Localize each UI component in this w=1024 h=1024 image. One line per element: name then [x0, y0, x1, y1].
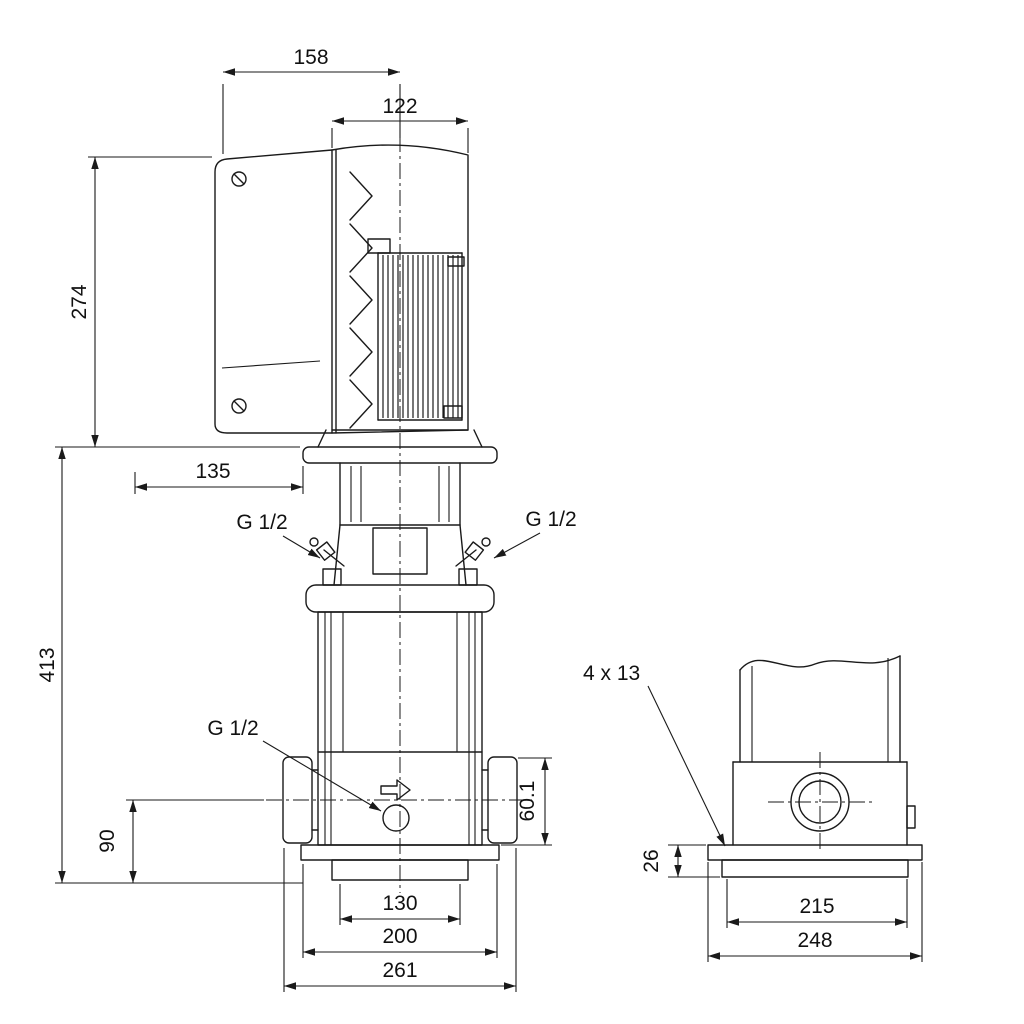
- dim-60-1-label: 60.1: [516, 781, 539, 822]
- dim-130: 130: [339, 884, 461, 925]
- baseplate-side: [707, 844, 923, 878]
- motor-body: [331, 144, 469, 434]
- centerlines: [266, 136, 872, 893]
- dim-60-1: 60.1: [501, 757, 552, 846]
- pump-sleeve: [317, 611, 483, 846]
- dim-248: 248: [707, 862, 923, 962]
- port-fitting-left: [309, 537, 345, 567]
- discharge-port: [481, 756, 518, 844]
- g12-right-label: G 1/2: [525, 508, 576, 531]
- dim-261: 261: [283, 848, 517, 992]
- side-port-circle: [790, 772, 850, 832]
- dim-261-label: 261: [382, 959, 417, 982]
- dim-122-label: 122: [382, 95, 417, 118]
- side-tab: [906, 805, 916, 829]
- dim-200-label: 200: [382, 925, 417, 948]
- dim-26-label: 26: [640, 849, 663, 872]
- label-g12-left: G 1/2: [236, 511, 321, 559]
- label-g12-drain: G 1/2: [207, 717, 382, 812]
- dim-215: 215: [726, 879, 908, 928]
- dim-274-label: 274: [68, 284, 91, 319]
- side-view-base: [732, 761, 916, 846]
- dim-158-label: 158: [293, 46, 328, 69]
- dim-215-label: 215: [799, 895, 834, 918]
- dim-135: 135: [134, 460, 304, 494]
- port-fitting-right: [455, 537, 491, 567]
- label-g12-right: G 1/2: [493, 508, 577, 559]
- dim-90-label: 90: [96, 829, 119, 852]
- dim-248-label: 248: [797, 929, 832, 952]
- side-view-sleeve: [739, 655, 901, 763]
- dim-413: 413: [36, 447, 303, 884]
- dim-26: 26: [640, 844, 720, 878]
- pump-head: [305, 462, 495, 613]
- flow-arrow-icon: [380, 779, 411, 801]
- mounting-holes-label: 4 x 13: [583, 662, 640, 685]
- g12-left-label: G 1/2: [236, 511, 287, 534]
- g12-drain-label: G 1/2: [207, 717, 258, 740]
- motor-flange: [302, 429, 498, 464]
- dim-200: 200: [302, 864, 498, 958]
- baseplate-front: [300, 844, 500, 881]
- suction-port: [282, 756, 319, 844]
- motor-fins: [382, 255, 459, 418]
- dim-130-label: 130: [382, 892, 417, 915]
- dim-122: 122: [331, 95, 469, 153]
- dim-158: 158: [222, 46, 401, 154]
- dim-90: 90: [96, 799, 264, 883]
- drain-plug: [380, 779, 411, 832]
- dim-413-label: 413: [36, 647, 59, 682]
- label-mounting-holes: 4 x 13: [583, 662, 726, 847]
- dim-274: 274: [55, 156, 300, 448]
- motor-terminal-box: [214, 149, 333, 434]
- motor-clamp: [335, 149, 373, 434]
- dim-135-label: 135: [195, 460, 230, 483]
